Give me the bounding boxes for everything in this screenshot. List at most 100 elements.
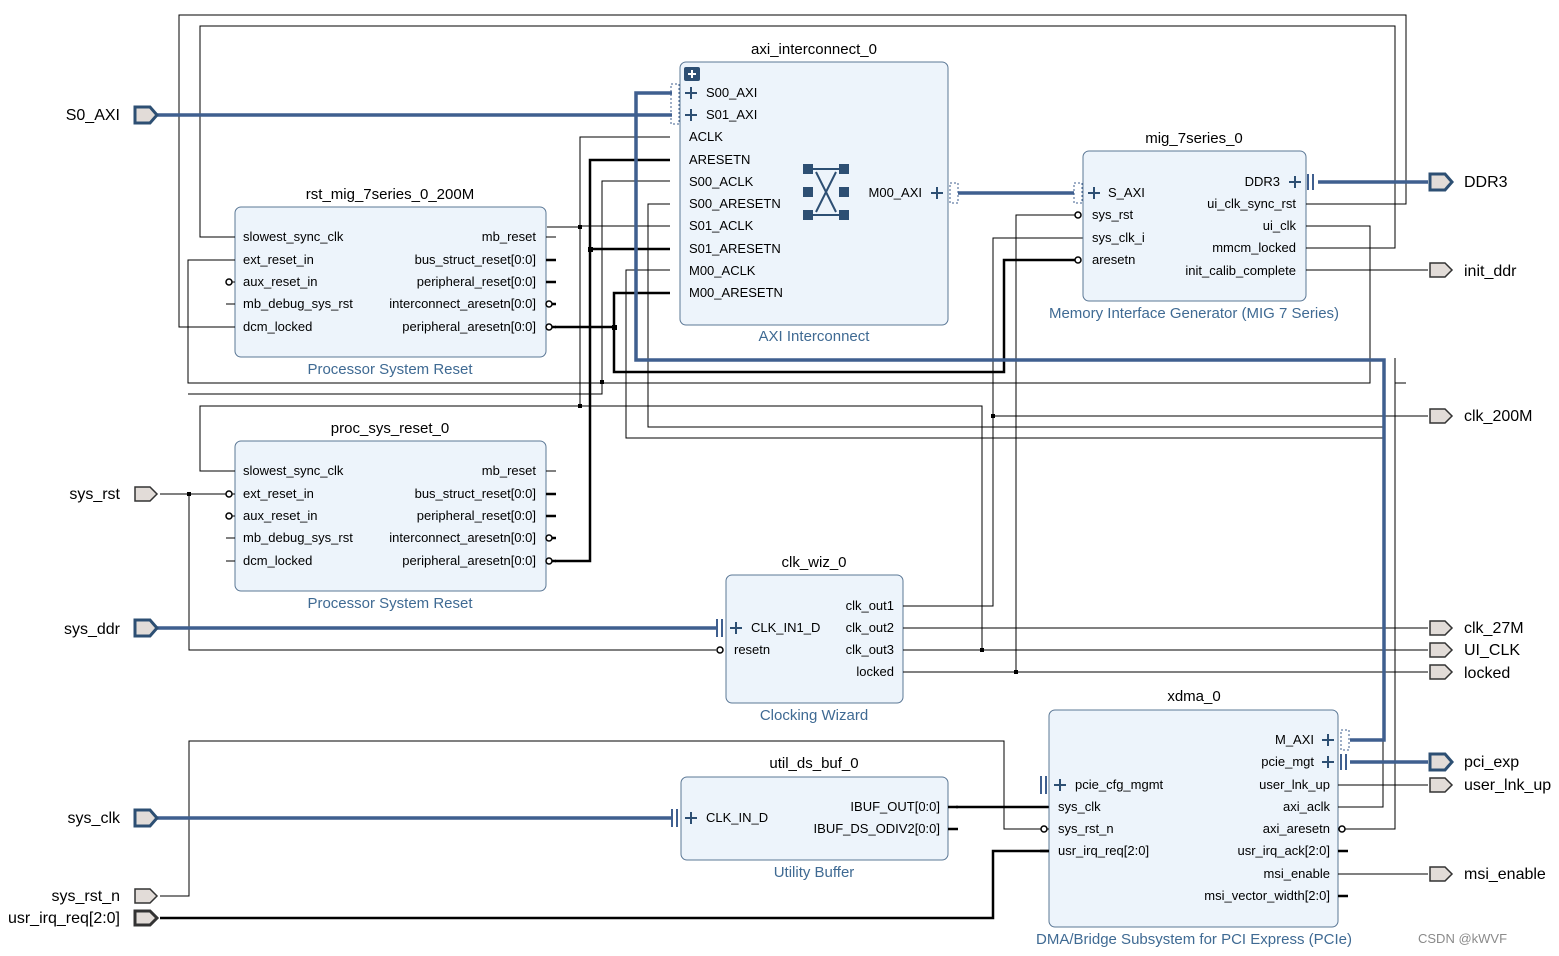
mb-reset-pin[interactable]: mb_reset <box>482 463 537 478</box>
util-ds-buf-block[interactable]: util_ds_buf_0 CLK_IN_D IBUF_OUT[0:0] IBU… <box>671 755 949 881</box>
init-calib-complete-pin[interactable]: init_calib_complete <box>1185 263 1296 278</box>
port-clk-200m[interactable]: clk_200M <box>1429 408 1532 425</box>
m00-aresetn-pin[interactable]: M00_ARESETN <box>689 285 783 300</box>
port-s0-axi[interactable]: S0_AXI <box>66 105 159 125</box>
resetn-pin[interactable]: resetn <box>734 642 770 657</box>
port-ui-clk[interactable]: UI_CLK <box>1429 642 1520 659</box>
sys-rst-pin[interactable]: sys_rst <box>1092 207 1134 222</box>
bus-struct-reset-pin[interactable]: bus_struct_reset[0:0] <box>415 486 536 501</box>
aux-reset-in-pin[interactable]: aux_reset_in <box>243 274 317 289</box>
interconnect-aresetn-pin[interactable]: interconnect_aresetn[0:0] <box>389 296 536 311</box>
svg-text:S_AXI: S_AXI <box>1108 185 1145 200</box>
dcm-locked-pin[interactable]: dcm_locked <box>243 553 312 568</box>
mb-debug-sys-rst-pin[interactable]: mb_debug_sys_rst <box>243 296 353 311</box>
ui-clk-sync-rst-pin[interactable]: ui_clk_sync_rst <box>1207 196 1296 211</box>
s01-aclk-pin[interactable]: S01_ACLK <box>689 218 754 233</box>
m00-aclk-pin[interactable]: M00_ACLK <box>689 263 756 278</box>
msi-vector-width-pin[interactable]: msi_vector_width[2:0] <box>1204 888 1330 903</box>
ddr3-pin[interactable]: DDR3 <box>1245 174 1301 189</box>
svg-text:DDR3: DDR3 <box>1245 174 1280 189</box>
clk-wiz-block[interactable]: clk_wiz_0 CLK_IN1_D resetn clk_out1 clk_… <box>716 554 904 724</box>
peripheral-aresetn-pin[interactable]: peripheral_aresetn[0:0] <box>402 553 536 568</box>
slowest-sync-clk-pin[interactable]: slowest_sync_clk <box>243 463 344 478</box>
clk-in1-d-pin[interactable]: CLK_IN1_D <box>730 620 820 635</box>
port-init-ddr[interactable]: init_ddr <box>1429 262 1517 280</box>
mig-type: Memory Interface Generator (MIG 7 Series… <box>1049 305 1339 322</box>
bus-connector-icon <box>670 83 680 125</box>
clk-in-d-pin[interactable]: CLK_IN_D <box>685 810 768 825</box>
input-ports[interactable]: S0_AXI sys_rst sys_ddr sys_clk sys_rst_n… <box>8 105 160 927</box>
s-axi-pin[interactable]: S_AXI <box>1088 185 1145 200</box>
port-sys-ddr[interactable]: sys_ddr <box>64 618 159 638</box>
ext-reset-in-pin[interactable]: ext_reset_in <box>243 486 314 501</box>
port-msi-enable[interactable]: msi_enable <box>1429 866 1546 883</box>
sys-clk-pin[interactable]: sys_clk <box>1058 799 1101 814</box>
locked-pin[interactable]: locked <box>856 664 894 679</box>
clk-out2-pin[interactable]: clk_out2 <box>846 620 894 635</box>
aux-reset-in-pin[interactable]: aux_reset_in <box>243 508 317 523</box>
aresetn-pin[interactable]: ARESETN <box>689 152 750 167</box>
aclk-pin[interactable]: ACLK <box>689 129 723 144</box>
pcie-cfg-mgmt-pin[interactable]: pcie_cfg_mgmt <box>1054 777 1164 792</box>
peripheral-reset-pin[interactable]: peripheral_reset[0:0] <box>417 508 536 523</box>
aresetn-pin[interactable]: aresetn <box>1092 252 1135 267</box>
peripheral-aresetn-pin[interactable]: peripheral_aresetn[0:0] <box>402 319 536 334</box>
slowest-sync-clk-pin[interactable]: slowest_sync_clk <box>243 229 344 244</box>
mb-debug-sys-rst-pin[interactable]: mb_debug_sys_rst <box>243 530 353 545</box>
svg-text:clk_200M: clk_200M <box>1464 408 1532 425</box>
svg-text:sys_rst: sys_rst <box>69 486 120 503</box>
port-ddr3[interactable]: DDR3 <box>1428 172 1508 192</box>
s00-aresetn-pin[interactable]: S00_ARESETN <box>689 196 781 211</box>
ui-clk-pin[interactable]: ui_clk <box>1263 218 1297 233</box>
svg-text:CLK_IN1_D: CLK_IN1_D <box>751 620 820 635</box>
port-clk-27m[interactable]: clk_27M <box>1429 620 1524 637</box>
axi-interconnect-block[interactable]: axi_interconnect_0 S00_AXI S01_AXI ACLK … <box>670 41 959 345</box>
port-pci-exp[interactable]: pci_exp <box>1428 752 1519 772</box>
mig-block[interactable]: mig_7series_0 S_AXI sys_rst sys_clk_i ar… <box>1049 130 1339 322</box>
mmcm-locked-pin[interactable]: mmcm_locked <box>1212 240 1296 255</box>
svg-text:sys_clk: sys_clk <box>68 810 121 827</box>
pcie-mgt-pin[interactable]: pcie_mgt <box>1261 754 1334 769</box>
m-axi-pin[interactable]: M_AXI <box>1275 732 1334 747</box>
port-usr-irq-req[interactable]: usr_irq_req[2:0] <box>8 909 160 927</box>
user-lnk-up-pin[interactable]: user_lnk_up <box>1259 777 1330 792</box>
sys-rst-n-pin[interactable]: sys_rst_n <box>1058 821 1114 836</box>
xdma-block[interactable]: xdma_0 pcie_cfg_mgmt sys_clk sys_rst_n u… <box>1036 688 1352 948</box>
rst-mig-block[interactable]: rst_mig_7series_0_200M slowest_sync_clk … <box>234 186 547 378</box>
ibuf-out-pin[interactable]: IBUF_OUT[0:0] <box>850 799 940 814</box>
svg-text:M00_AXI: M00_AXI <box>869 185 922 200</box>
s00-aclk-pin[interactable]: S00_ACLK <box>689 174 754 189</box>
svg-text:user_lnk_up: user_lnk_up <box>1464 777 1551 794</box>
axi-aclk-pin[interactable]: axi_aclk <box>1283 799 1330 814</box>
m00-axi-pin[interactable]: M00_AXI <box>869 185 943 200</box>
s01-axi-pin[interactable]: S01_AXI <box>685 107 757 122</box>
proc-sys-reset-block[interactable]: proc_sys_reset_0 slowest_sync_clk ext_re… <box>234 420 547 612</box>
ext-reset-in-pin[interactable]: ext_reset_in <box>243 252 314 267</box>
axi-aresetn-pin[interactable]: axi_aresetn <box>1263 821 1330 836</box>
axi-interconnect-name: axi_interconnect_0 <box>751 41 877 58</box>
bus-struct-reset-pin[interactable]: bus_struct_reset[0:0] <box>415 252 536 267</box>
peripheral-reset-pin[interactable]: peripheral_reset[0:0] <box>417 274 536 289</box>
mb-reset-pin[interactable]: mb_reset <box>482 229 537 244</box>
port-locked[interactable]: locked <box>1429 664 1510 682</box>
port-sys-rst-n[interactable]: sys_rst_n <box>52 888 159 905</box>
clk-out1-pin[interactable]: clk_out1 <box>846 598 894 613</box>
port-sys-rst[interactable]: sys_rst <box>69 486 159 503</box>
s01-aresetn-pin[interactable]: S01_ARESETN <box>689 241 781 256</box>
output-ports[interactable]: DDR3 init_ddr clk_200M clk_27M UI_CLK lo… <box>1428 172 1551 883</box>
ibuf-ds-odiv2-pin[interactable]: IBUF_DS_ODIV2[0:0] <box>814 821 940 836</box>
bus-connector-icon <box>1040 776 1047 794</box>
msi-enable-pin[interactable]: msi_enable <box>1264 866 1331 881</box>
usr-irq-req-pin[interactable]: usr_irq_req[2:0] <box>1058 843 1149 858</box>
port-user-lnk-up[interactable]: user_lnk_up <box>1429 777 1551 794</box>
sys-clk-i-pin[interactable]: sys_clk_i <box>1092 230 1145 245</box>
usr-irq-ack-pin[interactable]: usr_irq_ack[2:0] <box>1238 843 1331 858</box>
svg-text:S01_AXI: S01_AXI <box>706 107 757 122</box>
dcm-locked-pin[interactable]: dcm_locked <box>243 319 312 334</box>
interconnect-aresetn-pin[interactable]: interconnect_aresetn[0:0] <box>389 530 536 545</box>
port-sys-clk[interactable]: sys_clk <box>68 808 159 828</box>
s00-axi-pin[interactable]: S00_AXI <box>685 85 757 100</box>
svg-text:S00_AXI: S00_AXI <box>706 85 757 100</box>
clk-out3-pin[interactable]: clk_out3 <box>846 642 894 657</box>
